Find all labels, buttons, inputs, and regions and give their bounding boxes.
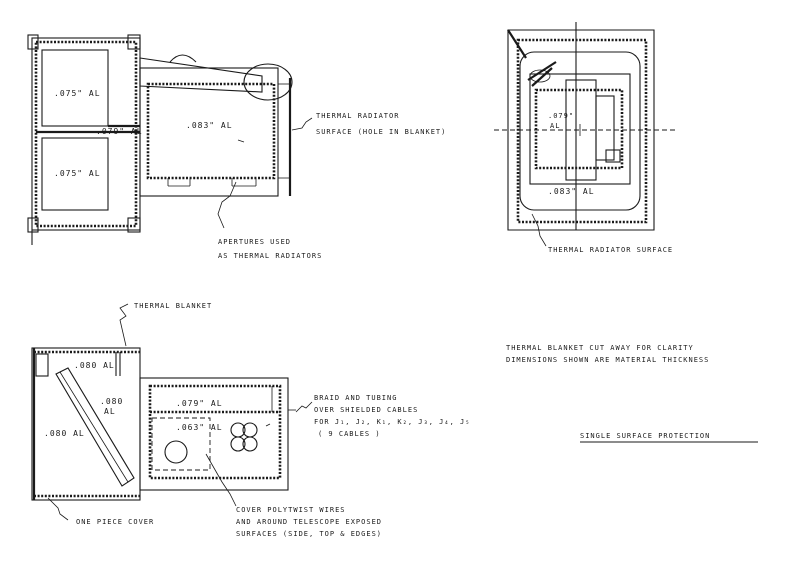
braid-note-line-2: OVER SHIELDED CABLES <box>314 406 418 414</box>
top-right-view: .079" AL .083" AL THERMAL RADIATOR SURFA… <box>494 22 676 254</box>
braid-note-line-4: ( 9 CABLES ) <box>318 430 381 438</box>
bottom-thickness: .083" AL <box>548 187 595 196</box>
apertures-note-line-2: AS THERMAL RADIATORS <box>218 252 322 260</box>
note-line-1: THERMAL BLANKET CUT AWAY FOR CLARITY <box>506 344 694 352</box>
top-strip-thickness: .080 AL <box>74 361 115 370</box>
polytwist-note-line-3: SURFACES (SIDE, TOP & EDGES) <box>236 530 382 538</box>
upper-panel-thickness: .075" AL <box>54 89 101 98</box>
drawing-title: SINGLE SURFACE PROTECTION <box>580 432 710 440</box>
polytwist-note-line-2: AND AROUND TELESCOPE EXPOSED <box>236 518 382 526</box>
apertures-note-line-1: APERTURES USED <box>218 238 291 246</box>
diagonal-panel-material: AL <box>104 407 116 416</box>
notes-block: THERMAL BLANKET CUT AWAY FOR CLARITY DIM… <box>506 344 758 443</box>
center-panel-thickness: .083" AL <box>186 121 233 130</box>
braid-note-line-3: FOR J₁, J₂, K₁, K₂, J₃, J₄, J₅ <box>314 418 470 426</box>
braid-note-line-1: BRAID AND TUBING <box>314 394 397 402</box>
top-left-view: .075" AL .075" AL .079" AL .083" AL THER… <box>27 34 446 260</box>
thermal-radiator-note-line-2: SURFACE (HOLE IN BLANKET) <box>316 128 446 136</box>
thermal-radiator-note-line-1: THERMAL RADIATOR <box>316 112 399 120</box>
left-panel-thickness: .080 AL <box>44 429 85 438</box>
junction-thickness: .079" AL <box>96 127 143 136</box>
inner-panel-thickness: .063" AL <box>176 423 223 432</box>
upper-right-thickness: .079" AL <box>176 399 223 408</box>
bottom-left-view: THERMAL BLANKET .080 AL .080 AL .080 AL … <box>31 302 470 538</box>
thermal-blanket-label: THERMAL BLANKET <box>134 302 212 310</box>
inner-thickness-material: AL <box>550 122 560 130</box>
lower-panel-thickness: .075" AL <box>54 169 101 178</box>
inner-thickness-value: .079" <box>548 112 574 120</box>
one-piece-cover-label: ONE PIECE COVER <box>76 518 154 526</box>
thermal-radiator-surface-label: THERMAL RADIATOR SURFACE <box>548 246 673 254</box>
note-line-2: DIMENSIONS SHOWN ARE MATERIAL THICKNESS <box>506 356 709 364</box>
polytwist-note-line-1: COVER POLYTWIST WIRES <box>236 506 346 514</box>
diagonal-panel-value: .080 <box>100 397 123 406</box>
